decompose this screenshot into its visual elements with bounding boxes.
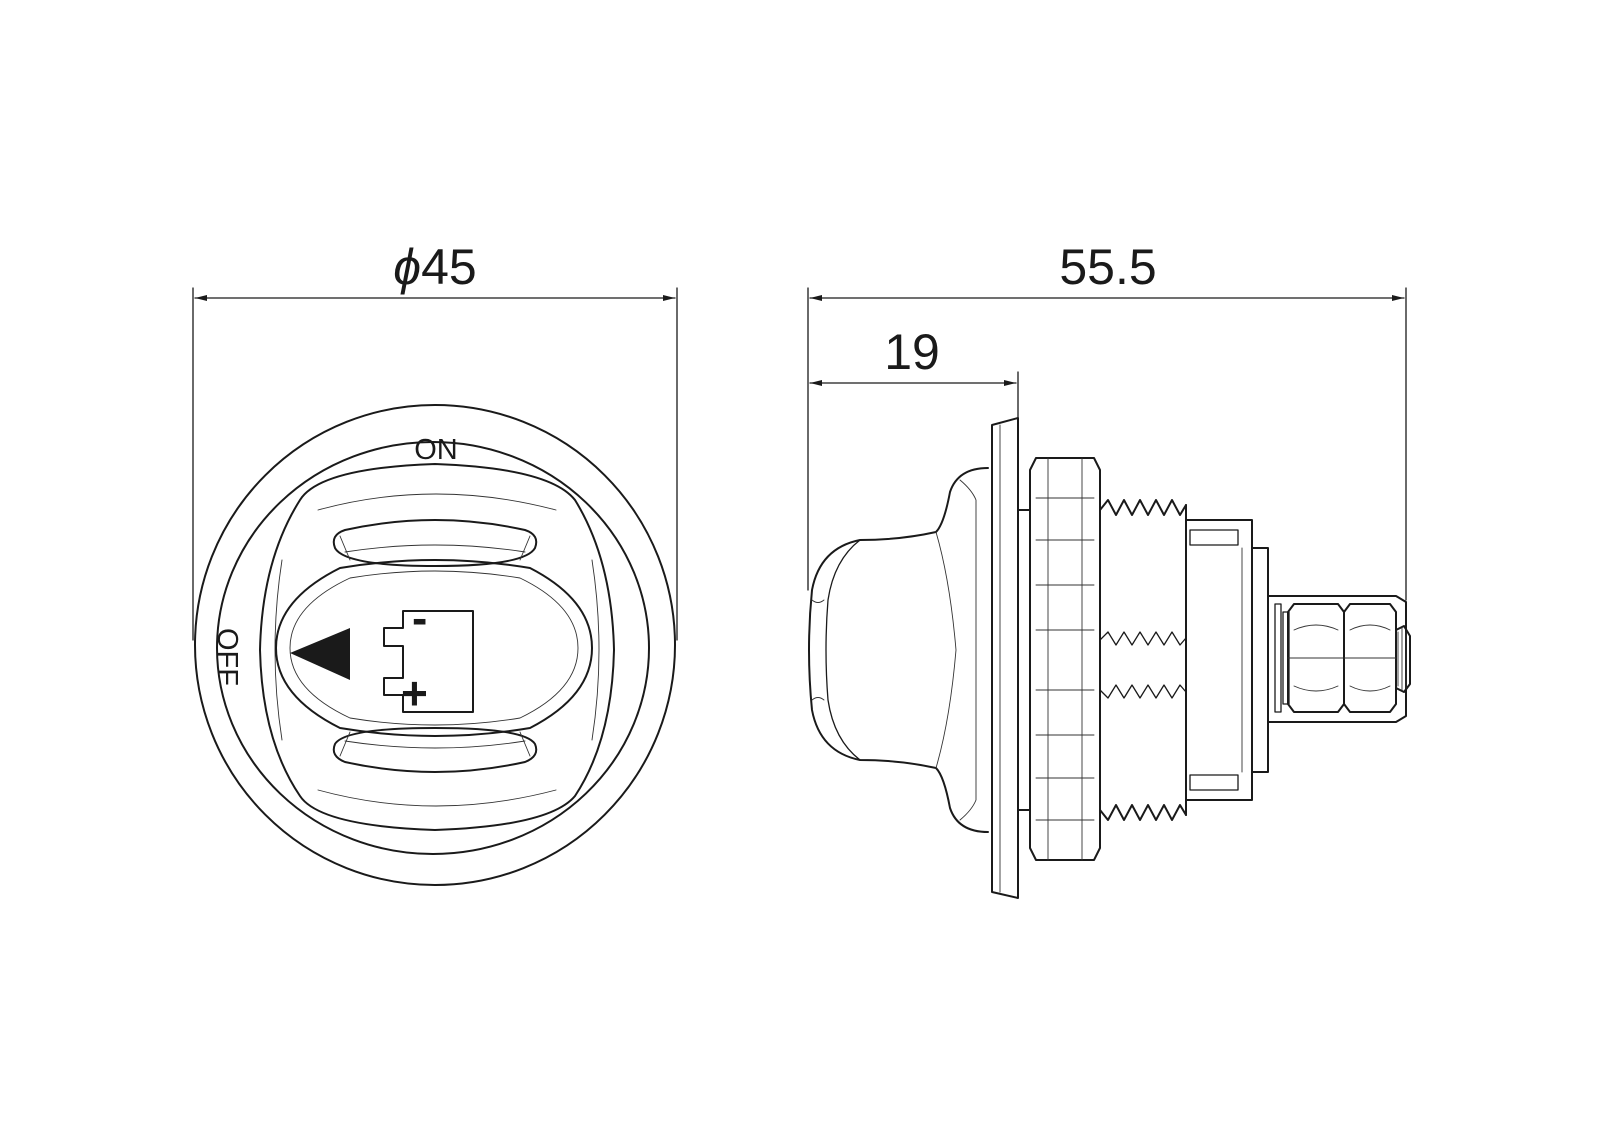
knob-waist-line	[935, 531, 957, 769]
depth-dimension: 19	[809, 324, 1019, 419]
mounting-nut	[1029, 457, 1101, 861]
outer-bezel-ring	[194, 404, 676, 886]
terminal-hex-nut-1	[1287, 603, 1345, 713]
length-dimension: 55.5	[807, 239, 1407, 601]
housing-upper-clip	[1189, 529, 1239, 546]
knob-outline	[259, 463, 615, 831]
terminal-stud	[1395, 625, 1411, 693]
terminal-washers	[1274, 603, 1290, 713]
knob-right-ridge	[591, 559, 600, 741]
threaded-body	[1017, 499, 1187, 821]
overall-length-label: 55.5	[1059, 239, 1156, 295]
knob-profile	[808, 467, 989, 833]
terminal-hex-nut-2	[1343, 603, 1397, 713]
pointer-arrow-icon	[290, 628, 350, 680]
housing-rear-step	[1251, 547, 1269, 773]
knob-cap-edge	[825, 539, 861, 761]
battery-negative-sign: -	[412, 592, 427, 644]
lower-grip-edges	[339, 731, 531, 757]
battery-positive-sign: +	[401, 667, 428, 719]
diameter-dimension: ϕ45	[192, 239, 678, 641]
housing-lower-clip	[1189, 774, 1239, 791]
upper-grip-line	[344, 544, 526, 553]
knob-left-ridge	[274, 559, 283, 741]
upper-grip	[332, 519, 538, 567]
front-depth-label: 19	[884, 324, 940, 380]
lower-grip-line	[344, 740, 526, 749]
knob-face-inner	[289, 570, 579, 726]
battery-icon: - +	[383, 592, 474, 719]
knob-top-ridge	[317, 493, 557, 511]
knob-face	[275, 559, 593, 737]
knob-cap-marks	[811, 599, 825, 701]
knob-bottom-ridge	[317, 789, 557, 807]
side-view: 55.5 19	[807, 239, 1411, 899]
lower-grip	[332, 727, 538, 773]
front-view: ϕ45 - + ON OFF	[192, 239, 678, 886]
terminal-insulator	[1267, 595, 1407, 723]
rear-housing	[1185, 519, 1269, 801]
off-label: OFF	[211, 628, 243, 686]
knob-rear-rim	[959, 479, 977, 821]
inner-bezel-ring	[216, 441, 650, 855]
on-label: ON	[414, 434, 458, 466]
upper-grip-edges	[339, 535, 531, 561]
panel-flange	[991, 417, 1019, 899]
diameter-label: ϕ45	[393, 239, 476, 295]
